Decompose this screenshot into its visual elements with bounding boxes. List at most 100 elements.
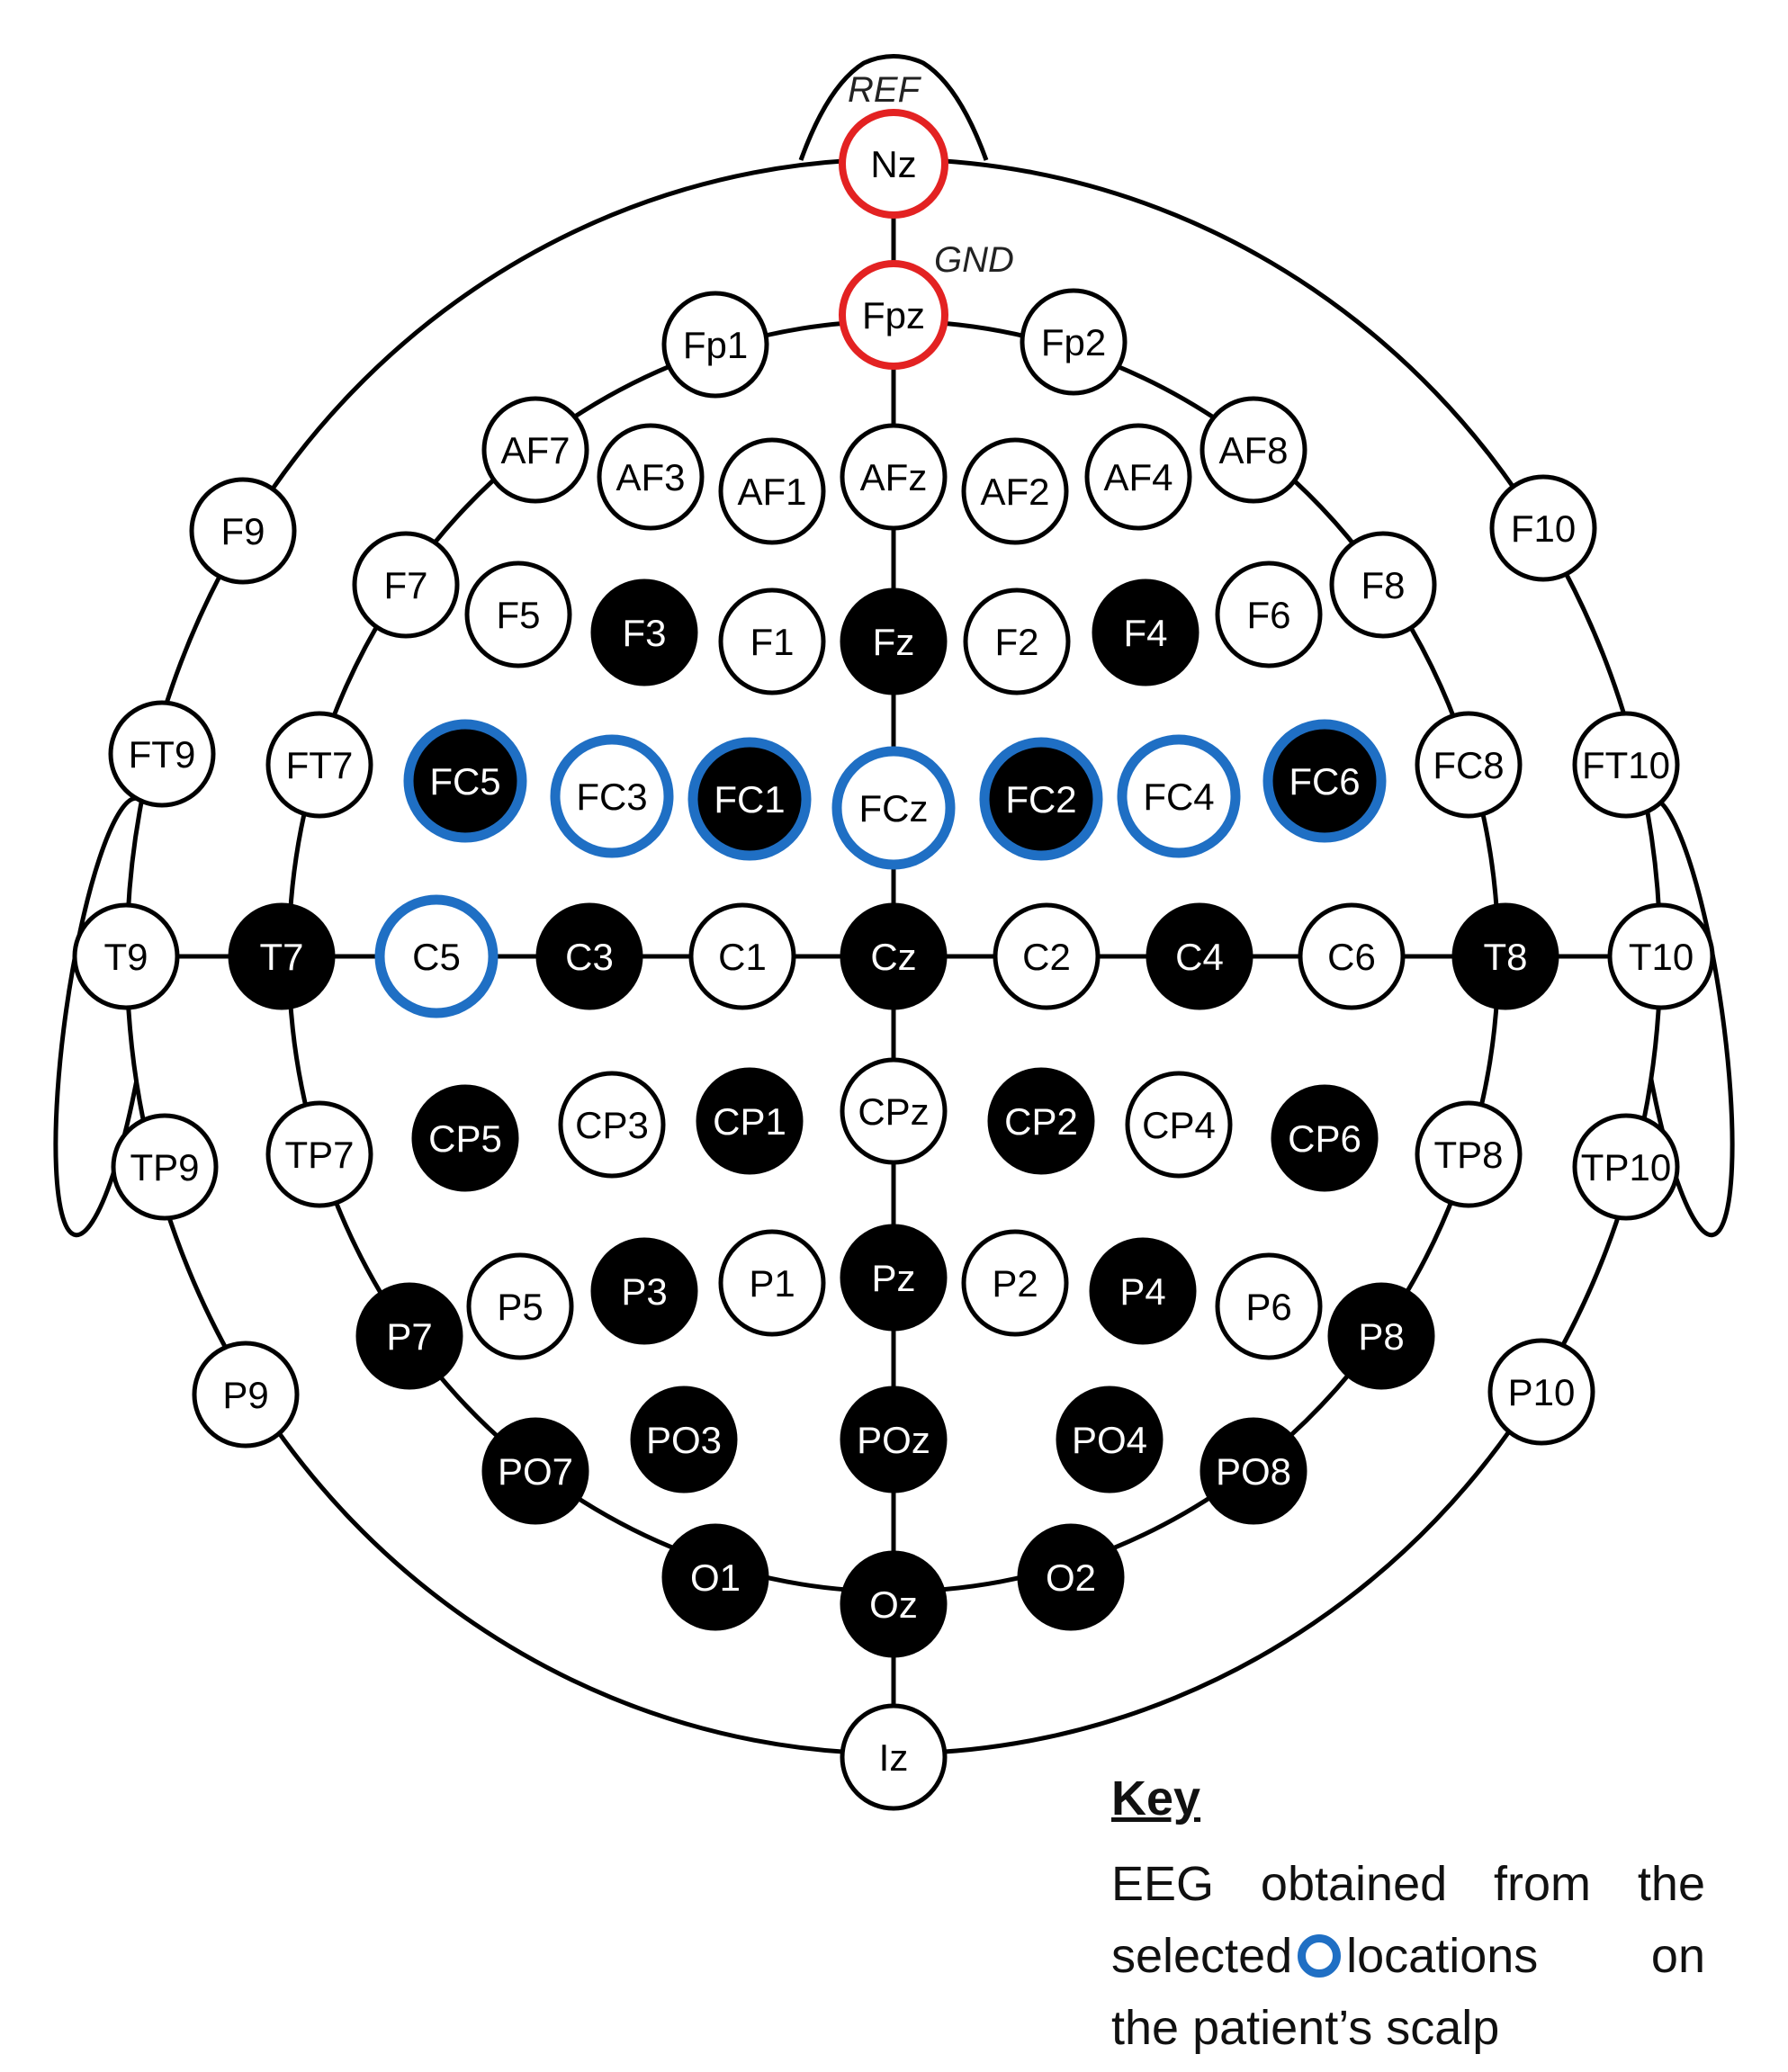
electrode-fz: Fz [840,588,948,695]
electrode-tp10: TP10 [1572,1113,1680,1221]
electrode-p8: P8 [1327,1282,1435,1390]
blue-ring-icon [1298,1934,1342,1978]
electrode-label: FT10 [1582,744,1670,786]
electrode-p7: P7 [355,1282,463,1390]
electrode-f6: F6 [1215,561,1323,668]
electrode-fc6: FC6 [1262,719,1387,843]
electrode-marker [840,1057,948,1165]
electrode-label: AF4 [1103,456,1173,498]
electrode-marker [481,396,589,504]
electrode-marker [661,291,769,399]
electrode-marker [1215,561,1323,668]
electrode-label: CP2 [1004,1100,1078,1143]
electrode-o2: O2 [1017,1523,1125,1631]
electrode-fc5: FC5 [403,719,527,843]
electrode-f4: F4 [1092,579,1199,686]
electrode-fc8: FC8 [1415,711,1523,819]
electrode-marker [1572,711,1680,819]
electrode-marker [1415,1100,1523,1208]
electrode-label: FT9 [129,733,196,776]
electrode-label: O2 [1046,1556,1096,1599]
electrode-po8: PO8 [1199,1417,1307,1525]
electrode-label: PO7 [498,1450,573,1493]
electrode-label: T10 [1629,936,1694,978]
electrode-label: P10 [1508,1371,1576,1413]
electrode-marker [590,1237,698,1345]
electrode-oz: Oz [840,1550,948,1658]
electrode-label: C3 [565,936,614,978]
electrode-label: F8 [1361,564,1405,606]
electrode-f3: F3 [590,579,698,686]
electrode-label: FCz [859,787,929,830]
electrode-label: CP6 [1288,1117,1361,1160]
electrode-label: Pz [871,1257,915,1299]
electrode-marker [1089,1237,1197,1345]
electrode-fc4: FC4 [1117,734,1241,858]
electrode-marker [961,437,1069,545]
electrode-cp1: CP1 [696,1067,804,1175]
electrode-c1: C1 [688,902,796,1010]
electrode-label: F2 [994,621,1038,663]
electrode-marker [630,1386,738,1493]
electrode-p1: P1 [718,1229,826,1337]
electrode-t8: T8 [1451,902,1559,1010]
electrode-fc3: FC3 [550,734,674,858]
electrode-label: F10 [1511,507,1576,550]
electrode-label: FC5 [429,760,500,803]
electrode-label: Nz [870,143,916,185]
electrode-marker [1271,1084,1379,1192]
electrode-marker [687,737,812,861]
electrode-p4: P4 [1089,1237,1197,1345]
electrode-marker [839,260,948,370]
electrode-marker [840,1224,948,1332]
electrode-cp2: CP2 [987,1067,1095,1175]
electrode-f7: F7 [352,531,460,639]
electrode-label: AF8 [1218,429,1288,471]
electrode-af7: AF7 [481,396,589,504]
electrode-label: PO3 [646,1419,722,1461]
electrode-marker [1146,902,1253,1010]
electrode-marker [979,737,1103,861]
electrode-f2: F2 [963,588,1071,695]
electrode-label: P3 [621,1270,667,1313]
electrode-label: Fp1 [683,324,748,366]
electrode-af1: AF1 [718,437,826,545]
electrode-f10: F10 [1489,474,1597,582]
electrode-label: Oz [869,1583,918,1626]
electrode-marker [1117,734,1241,858]
electrode-label: PO4 [1072,1419,1147,1461]
electrode-c6: C6 [1298,902,1406,1010]
electrode-label: F9 [220,510,265,552]
electrode-marker [352,531,460,639]
electrode-marker [550,734,674,858]
electrode-marker [1017,1523,1125,1631]
electrode-marker [111,1113,219,1221]
electrode-marker [1092,579,1199,686]
electrode-marker [1262,719,1387,843]
electrode-label: FT7 [286,744,354,786]
electrode-label: P9 [222,1374,268,1416]
electrode-label: CP5 [428,1117,502,1160]
electrode-label: P4 [1119,1270,1165,1313]
electrode-label: AF2 [980,471,1049,513]
electrode-marker [961,1229,1069,1337]
electrode-cp6: CP6 [1271,1084,1379,1192]
electrode-label: C2 [1022,936,1071,978]
electrode-label: FC4 [1143,776,1214,818]
electrode-cp5: CP5 [411,1084,519,1192]
electrode-po3: PO3 [630,1386,738,1493]
electrode-af3: AF3 [597,423,705,531]
electrode-marker [1199,396,1307,504]
electrode-marker [1451,902,1559,1010]
electrode-marker [963,588,1071,695]
electrode-label: Fpz [862,294,925,336]
electrode-label: P7 [386,1315,432,1358]
electrode-marker [993,902,1101,1010]
electrode-fc1: FC1 [687,737,812,861]
electrode-p2: P2 [961,1229,1069,1337]
electrode-c4: C4 [1146,902,1253,1010]
electrode-pz: Pz [840,1224,948,1332]
